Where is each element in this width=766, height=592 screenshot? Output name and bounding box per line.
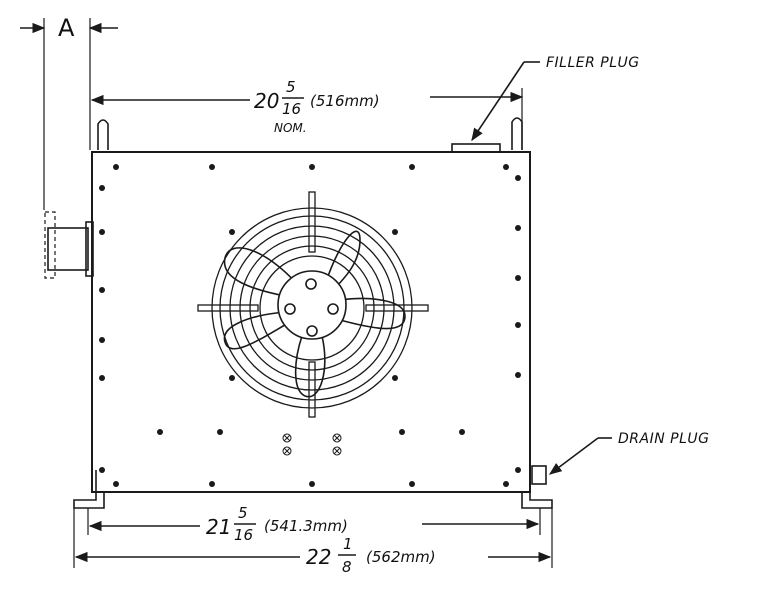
inner-dim-whole: 21: [206, 515, 231, 539]
fan-hub: [277, 270, 347, 340]
top-dim-numerator: 5: [286, 78, 296, 96]
housing-bolts: [99, 164, 521, 487]
fan-blades: [223, 230, 406, 398]
mounting-feet: [73, 470, 553, 568]
inner-dim-numerator: 5: [238, 504, 248, 522]
top-dim-whole: 20: [254, 89, 279, 113]
cross-head-screws: [282, 433, 342, 456]
outer-dim-whole: 22: [306, 545, 331, 569]
filler-plug: [451, 61, 540, 153]
top-dim-note: NOM.: [274, 121, 307, 135]
inner-dim-denominator: 16: [234, 526, 253, 544]
inner-bottom-dimension-text: 21 5 16 (541.3mm): [206, 504, 348, 544]
filler-plug-label: FILLER PLUG: [546, 55, 640, 71]
inner-dim-metric: (541.3mm): [264, 517, 348, 535]
outer-dim-metric: (562mm): [366, 548, 436, 566]
fan-guard: [197, 191, 429, 418]
upper-pipe-stubs: [97, 117, 523, 150]
top-dimension-line: [90, 88, 524, 150]
side-inlet-connection: [44, 211, 94, 279]
heater-housing: [91, 151, 531, 493]
drain-plug: [531, 437, 612, 485]
outer-dim-denominator: 8: [342, 558, 352, 576]
top-dim-metric: (516mm): [310, 92, 380, 110]
section-a-marker: [20, 18, 118, 210]
drain-plug-label: DRAIN PLUG: [618, 431, 709, 447]
section-mark-label: A: [58, 14, 75, 42]
inner-bottom-dimension-line: [88, 518, 540, 532]
top-dim-denominator: 16: [282, 100, 301, 118]
outer-dim-numerator: 1: [343, 535, 353, 553]
outer-bottom-dimension-text: 22 1 8 (562mm): [306, 535, 436, 576]
top-dimension-text: 20 5 16 (516mm) NOM.: [254, 78, 380, 135]
